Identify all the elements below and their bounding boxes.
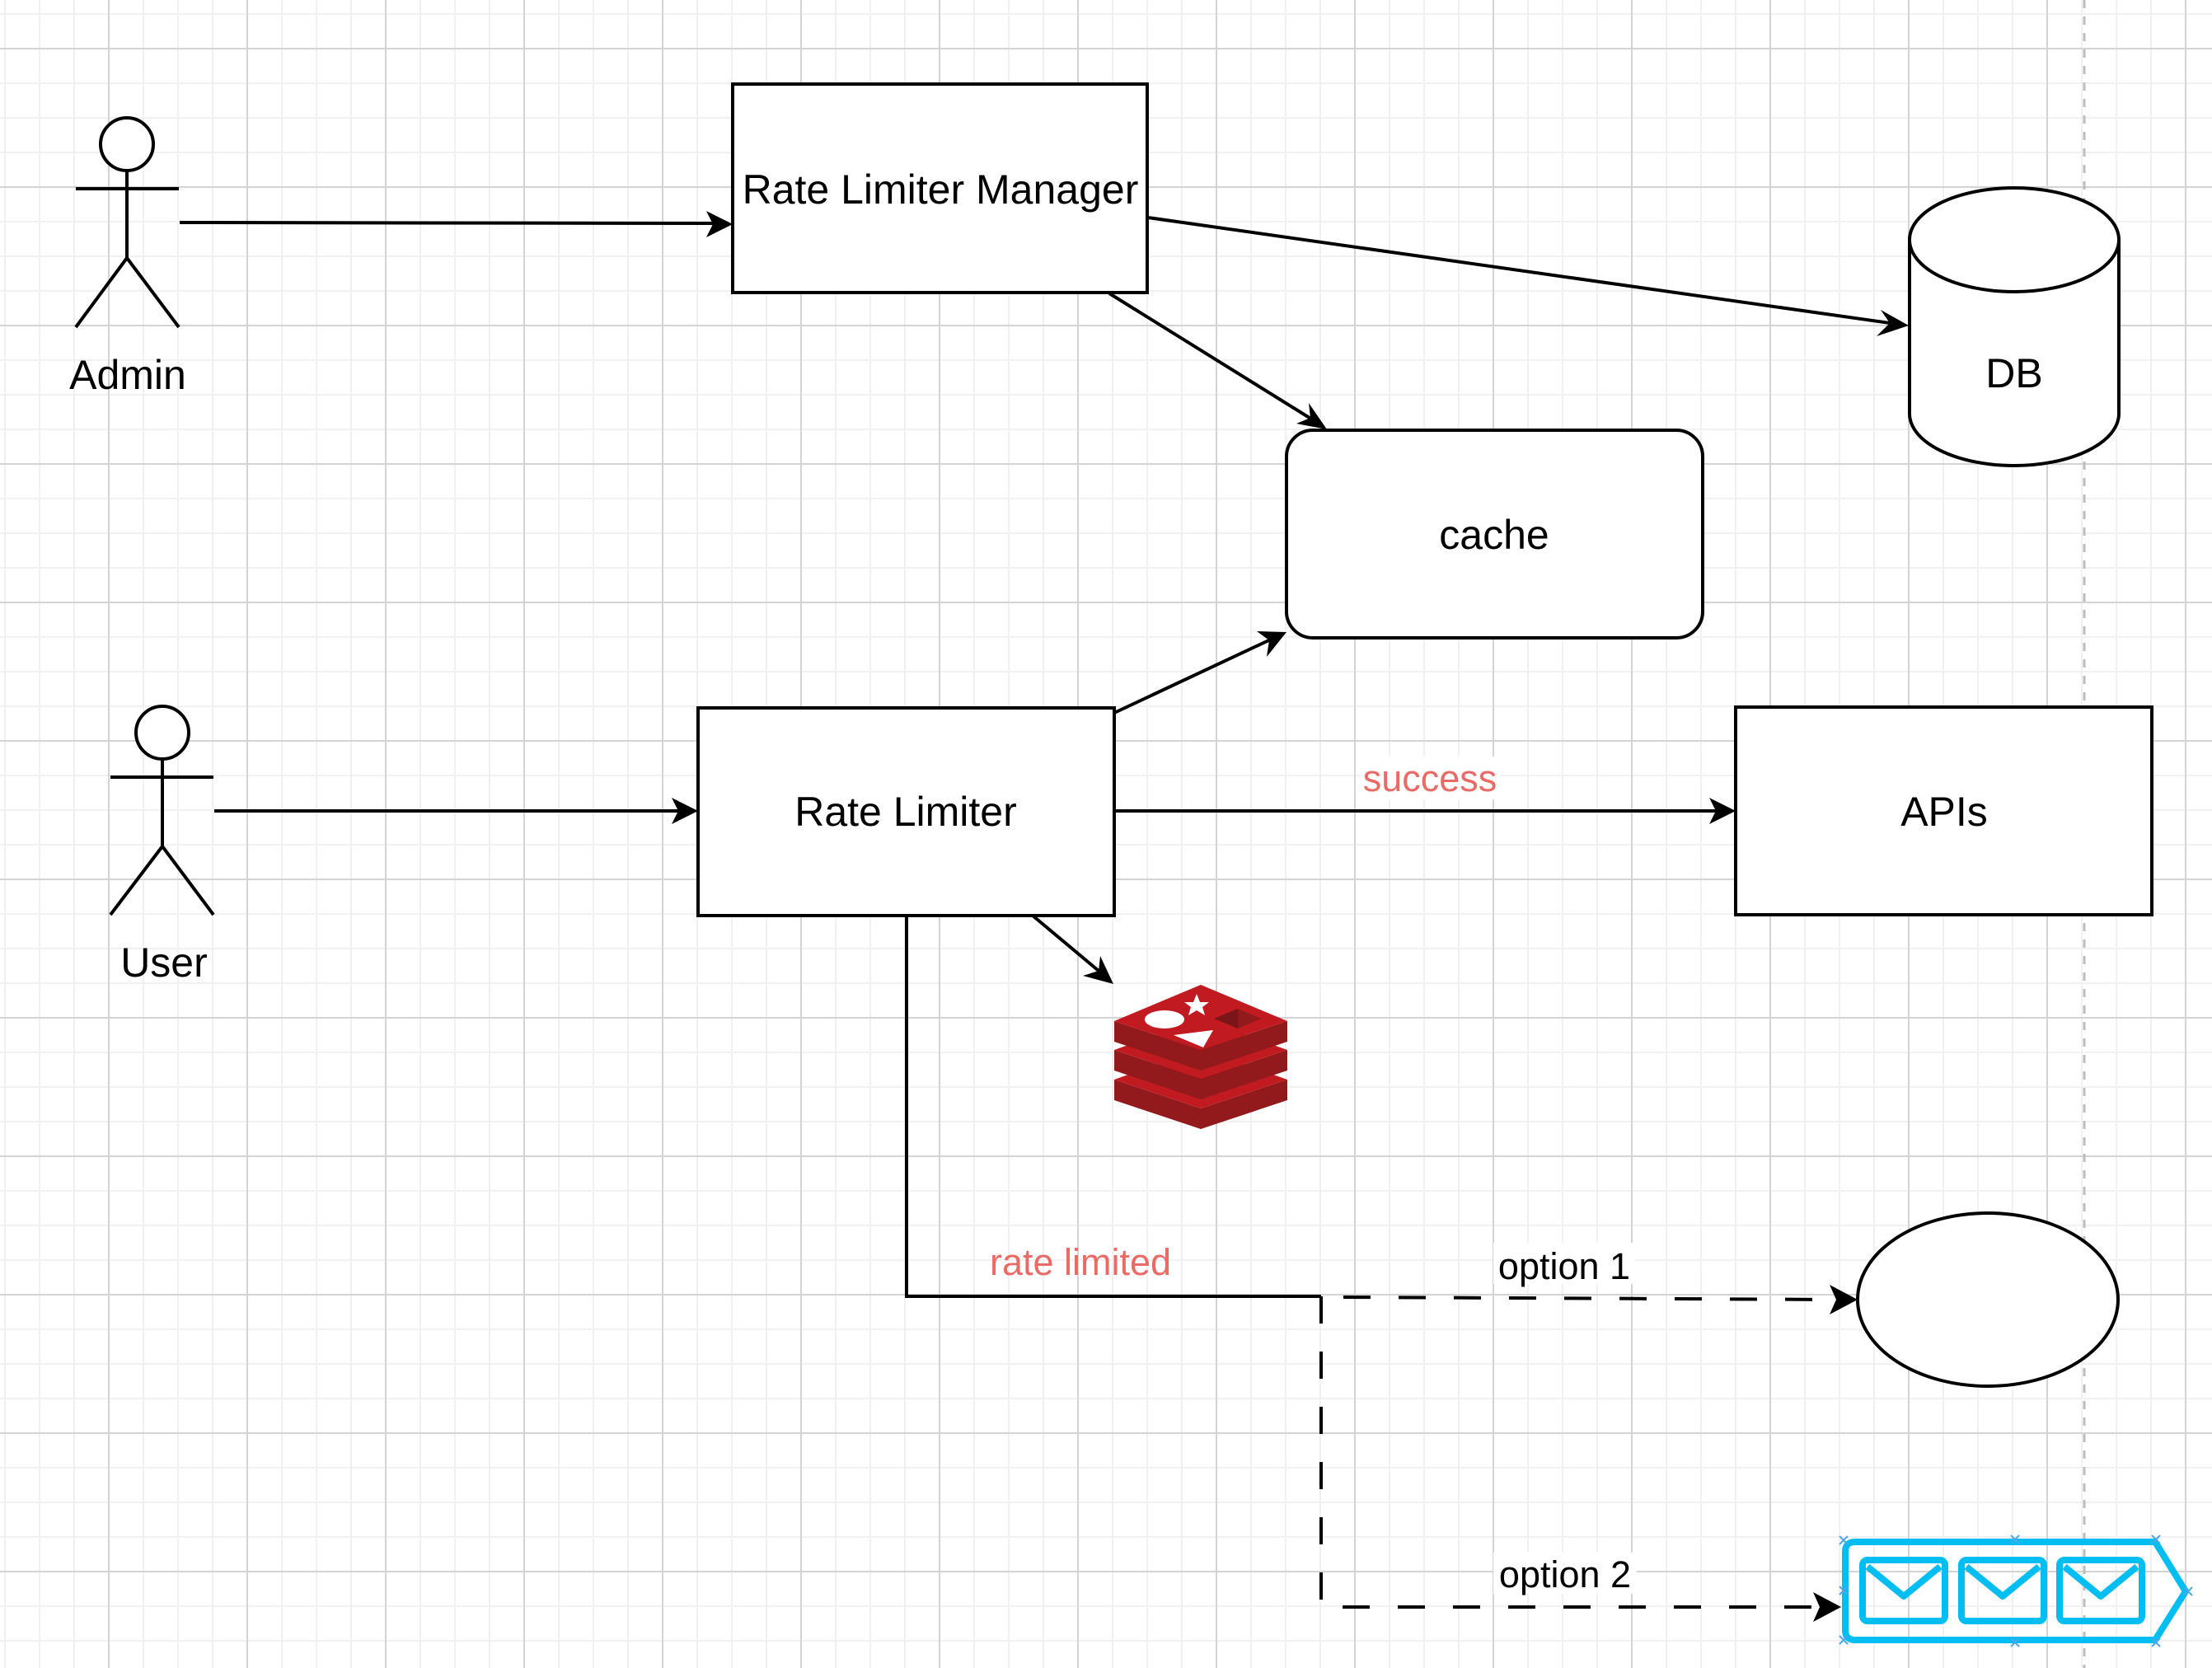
node-redis[interactable] [1114, 985, 1287, 1129]
edge-rate-limiter-to-redis[interactable] [1031, 914, 1113, 984]
database-cylinder-icon [1908, 186, 2121, 467]
edge-option-2[interactable]: option 2 [1319, 1296, 1841, 1622]
envelope-icon [1958, 1557, 2047, 1624]
node-label-apis: APIs [1900, 789, 1988, 835]
node-apis[interactable]: APIs [1734, 705, 2153, 916]
arrowhead-icon [1830, 1285, 1858, 1314]
arrowhead-icon [1296, 403, 1327, 429]
edge-label-rate-limited: rate limited [990, 1241, 1171, 1283]
node-option-1-target[interactable] [1856, 1211, 2120, 1388]
node-rate-limiter-manager[interactable]: Rate Limiter Manager [731, 82, 1149, 294]
actor-admin[interactable]: Admin [69, 116, 186, 398]
arrowhead-icon [1877, 310, 1909, 336]
envelope-icon [1859, 1557, 1948, 1624]
edge-label-option-1: option 1 [1498, 1245, 1630, 1287]
person-icon [74, 116, 180, 329]
edge-user-to-rate-limiter[interactable] [214, 798, 698, 824]
arrowhead-icon [1813, 1592, 1841, 1622]
edge-rate-limiter-to-apis[interactable]: success [1114, 757, 1736, 824]
node-rate-limiter[interactable]: Rate Limiter [696, 706, 1116, 917]
arrowhead-icon [1709, 798, 1736, 824]
edge-label-option-2: option 2 [1499, 1553, 1631, 1595]
actor-label-user: User [120, 939, 208, 986]
edge-label-success: success [1363, 757, 1497, 799]
node-db[interactable]: DB [1908, 186, 2121, 467]
node-label-rate-limiter: Rate Limiter [794, 789, 1017, 835]
connection-point-markers [1839, 1534, 2193, 1647]
actor-user[interactable]: User [109, 705, 215, 986]
node-label-db: DB [1985, 350, 2042, 396]
envelope-icon [2056, 1557, 2145, 1624]
edge-rate-limiter-to-cache[interactable] [1113, 631, 1286, 715]
edge-option-1[interactable]: option 1 [1343, 1243, 1858, 1314]
node-cache[interactable]: cache [1285, 429, 1704, 640]
person-icon [109, 705, 215, 916]
node-label-cache: cache [1439, 512, 1549, 558]
arrowhead-icon [1083, 956, 1113, 984]
edge-rate-limited[interactable]: rate limited [905, 916, 1321, 1298]
arrowhead-icon [672, 798, 698, 824]
redis-icon [1114, 985, 1287, 1129]
node-label-rate-limiter-manager: Rate Limiter Manager [743, 166, 1139, 213]
message-queue-icon [1842, 1539, 2189, 1643]
edge-manager-to-db[interactable] [1147, 216, 1909, 336]
arrowhead-icon [1257, 631, 1286, 657]
edge-manager-to-cache[interactable] [1108, 292, 1327, 429]
edge-admin-to-manager[interactable] [179, 211, 733, 237]
node-option-2-queue[interactable] [1839, 1534, 2193, 1647]
actor-label-admin: Admin [69, 352, 186, 398]
arrowhead-icon [706, 211, 733, 237]
